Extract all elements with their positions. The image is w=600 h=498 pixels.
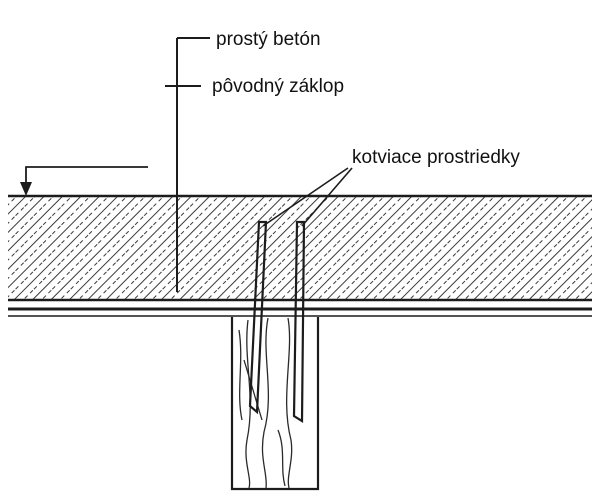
arrowhead-down-icon <box>20 182 32 196</box>
label-anchoring-devices: kotviace prostriedky <box>352 147 520 168</box>
leader-line-to-left-bolt <box>262 167 349 227</box>
leader-anchoring-devices <box>262 167 353 227</box>
concrete-slab-hatch <box>8 197 592 299</box>
arrow-line <box>25 166 148 186</box>
leader-top-labels <box>165 37 210 292</box>
label-plain-concrete: prostý betón <box>216 29 321 50</box>
anchor-bolt-right <box>292 220 306 423</box>
label-original-decking: pôvodný záklop <box>212 76 344 97</box>
slab-top-arrow <box>20 166 148 196</box>
wood-grain <box>238 317 293 489</box>
anchor-bolt-left <box>248 220 268 415</box>
beam-outline <box>230 317 320 491</box>
leader-line-to-right-bolt <box>301 167 353 227</box>
